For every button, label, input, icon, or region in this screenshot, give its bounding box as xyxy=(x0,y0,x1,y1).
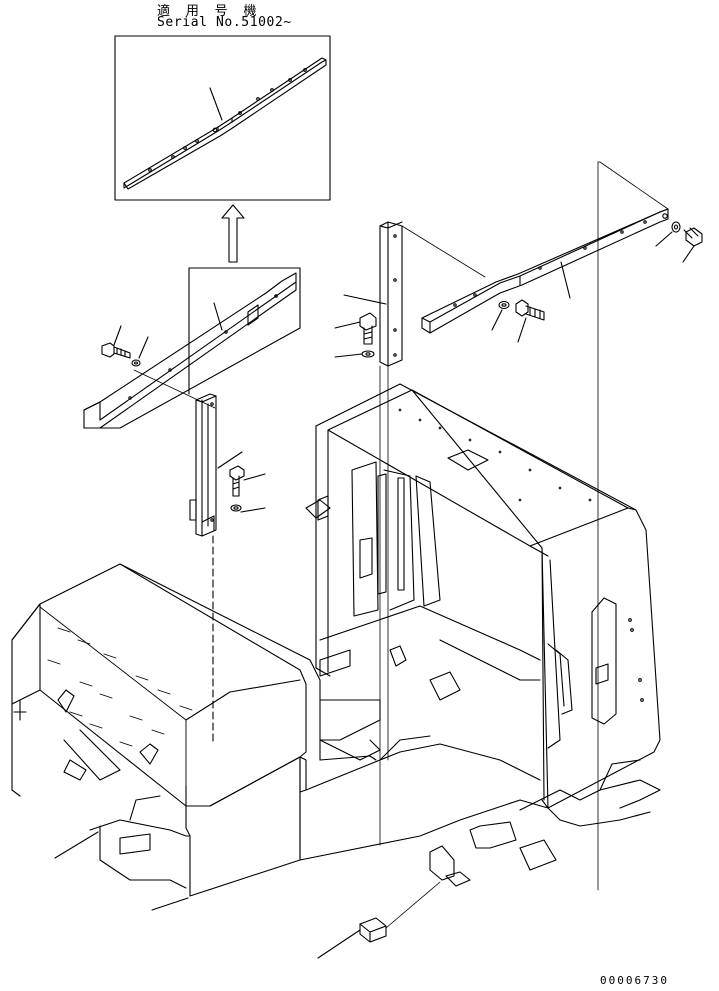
inset-rail xyxy=(124,58,326,189)
left-bolt-assembly xyxy=(102,326,215,408)
left-vertical-bracket xyxy=(190,394,242,536)
handrail xyxy=(556,650,572,714)
washer-icon-2 xyxy=(231,505,241,511)
floor-block xyxy=(360,918,386,942)
left-rail-callout xyxy=(84,268,300,428)
washer-icon-5 xyxy=(672,222,680,232)
bolt-head-icon-3 xyxy=(360,313,376,330)
bolt-head-icon-5 xyxy=(686,228,702,246)
applicable-models-label: 適 用 号 機 xyxy=(157,4,261,19)
bolt-leader xyxy=(114,326,121,345)
roof-hatch xyxy=(448,450,488,470)
callout-frame xyxy=(84,268,300,428)
bolt-head-icon xyxy=(102,343,114,357)
right-cab-frame xyxy=(300,384,660,958)
washer-icon xyxy=(132,360,140,366)
washer-leader xyxy=(139,337,148,358)
inset-frame xyxy=(115,36,330,200)
inset-leader-line xyxy=(210,88,222,120)
side-window xyxy=(592,598,616,724)
left-top-rail xyxy=(84,273,296,428)
bolt-head-icon-4 xyxy=(516,300,528,316)
right-rail-leader xyxy=(561,262,570,298)
washer-icon-4 xyxy=(499,302,509,309)
bracket-leader xyxy=(218,452,242,468)
center-bolt-assembly xyxy=(335,313,376,357)
fender-leader xyxy=(55,832,98,858)
floor-block-leader xyxy=(318,930,360,958)
floor-bracket xyxy=(430,846,454,880)
left-fender-cover xyxy=(12,564,320,910)
drawing-number: 00006730 xyxy=(600,974,669,987)
left-rail-leader xyxy=(214,303,222,330)
serial-number-label: Serial No.51002~ xyxy=(157,15,292,30)
inset-detail-box xyxy=(115,36,330,200)
bolt-head-icon-2 xyxy=(230,466,244,480)
center-vertical-bracket xyxy=(344,222,402,366)
right-top-rail xyxy=(422,209,668,333)
bracket-bolt-assembly xyxy=(230,466,265,512)
center-bracket-leader xyxy=(344,295,386,304)
up-arrow-icon xyxy=(222,205,244,262)
washer-icon-3 xyxy=(362,351,374,357)
right-rail-fasteners xyxy=(492,222,702,342)
